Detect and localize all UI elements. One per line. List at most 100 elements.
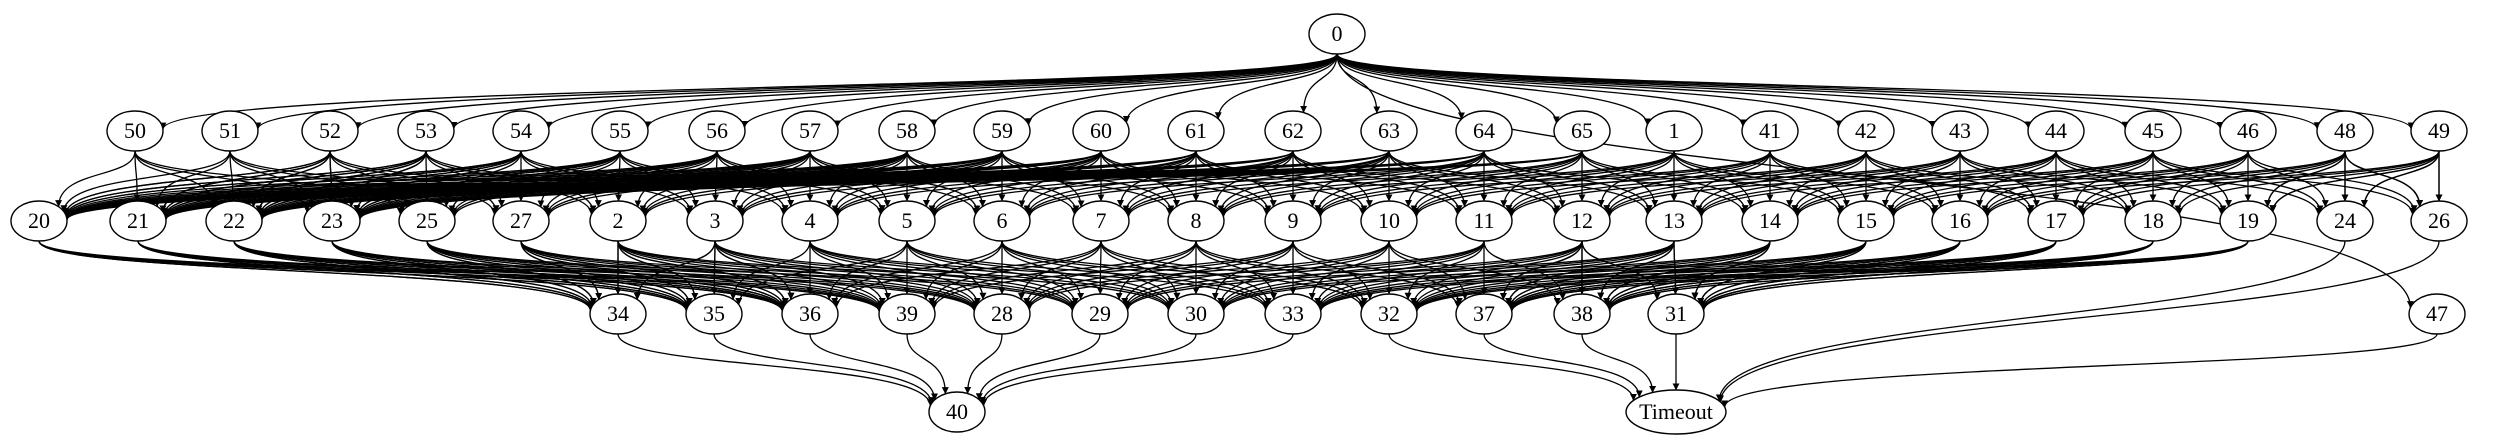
edge-25-to-34 [426,240,597,305]
edge-0-to-54 [545,53,1338,129]
node-ellipse [2124,200,2182,242]
graph-node-27: 27 [492,200,550,242]
node-label: 54 [510,118,532,143]
node-label: 3 [710,208,721,233]
edge-63-to-11 [1388,150,1468,207]
graph-node-34: 34 [589,293,647,335]
graph-node-48: 48 [2316,110,2374,152]
node-ellipse [303,200,361,242]
node-label: 62 [1282,118,1304,143]
edge-44-to-19 [2055,150,2227,213]
graph-node-59: 59 [973,110,1031,152]
graph-node-58: 58 [878,110,936,152]
edge-45-to-14 [1793,150,2154,217]
edge-47-to-Timeout [1721,333,2438,408]
node-ellipse [589,293,647,335]
edge-64-to-8 [1219,150,1485,215]
node-ellipse [781,110,839,152]
edge-22-to-34 [233,240,595,310]
edge-2-to-30 [617,240,1172,311]
node-label: 25 [416,208,438,233]
node-ellipse [205,200,263,242]
node-label: 46 [2237,118,2259,143]
edge-46-to-18 [2169,150,2249,207]
node-ellipse [2410,200,2468,242]
edge-9-to-29 [1121,240,1294,305]
node-label: 38 [1571,301,1593,326]
edge-23-to-34 [331,240,596,308]
edge-3-to-36 [714,240,795,300]
graph-node-8: 8 [1167,200,1225,242]
graph-node-21: 21 [109,200,167,242]
edge-0-to-65 [1336,53,1560,124]
node-ellipse [1072,110,1130,152]
node-label: 17 [2045,208,2067,233]
edge-3-to-28 [714,240,980,308]
node-ellipse [878,293,936,335]
edge-11-to-28 [1025,240,1485,311]
edge-62-to-12 [1292,150,1559,215]
node-label: Timeout [1639,399,1713,424]
edge-26-to-Timeout [1717,240,2440,403]
edge-0-to-60 [1123,53,1338,124]
graph-node-17: 17 [2027,200,2085,242]
edge-10-to-38 [1388,240,1561,305]
edge-35-to-40 [713,333,935,405]
edge-43-to-11 [1507,150,1961,218]
node-ellipse [2410,110,2468,152]
node-ellipse [685,293,743,335]
node-label: 30 [1185,301,1207,326]
edge-54-to-20 [63,150,522,218]
graph-node-28: 28 [973,293,1031,335]
node-ellipse [1264,293,1322,335]
edge-62-to-8 [1212,150,1294,208]
edge-10-to-29 [1122,240,1390,308]
edge-45-to-26 [2152,150,2416,215]
edge-7-to-36 [832,240,1102,308]
graph-node-33: 33 [1264,293,1322,335]
edge-12-to-30 [1219,240,1583,310]
graph-node-9: 9 [1264,200,1322,242]
node-label: 51 [219,118,241,143]
node-ellipse [1647,293,1705,335]
node-ellipse [492,200,550,242]
node-label: 22 [223,208,245,233]
node-ellipse [1931,110,1989,152]
node-label: 24 [2334,208,2356,233]
edge-42-to-11 [1507,150,1867,217]
edge-55-to-2 [615,150,623,202]
edge-2-to-39 [617,240,885,308]
node-ellipse [1837,200,1895,242]
graph-node-50: 50 [106,110,164,152]
graph-node-57: 57 [781,110,839,152]
node-label: 8 [1191,208,1202,233]
node-ellipse [878,200,936,242]
edge-4-to-35 [729,240,811,300]
edge-19-to-32 [1413,240,2249,312]
edge-4-to-39 [809,240,892,300]
edge-65-to-8 [1219,150,1583,217]
edge-13-to-33 [1316,240,1675,310]
node-ellipse [1455,200,1513,242]
edge-42-to-12 [1605,150,1867,215]
edge-0-to-61 [1214,53,1338,120]
node-label: 23 [321,208,343,233]
edge-44-to-24 [2055,150,2322,215]
edge-32-to-Timeout [1388,333,1637,401]
edge-0-to-41 [1336,53,1747,127]
node-label: 47 [2426,301,2448,326]
node-ellipse [1553,110,1611,152]
edge-63-to-6 [1025,150,1390,217]
edge-14-to-31 [1691,240,1771,300]
edge-9-to-28 [1024,240,1294,308]
node-label: 10 [1378,208,1400,233]
node-ellipse [1264,200,1322,242]
edge-41-to-10 [1412,150,1771,217]
edge-19-to-37 [1508,240,2249,312]
edge-43-to-15 [1881,150,1961,207]
node-label: 43 [1949,118,1971,143]
node-label: 64 [1473,118,1495,143]
node-ellipse [1741,110,1799,152]
graph-node-51: 51 [201,110,259,152]
